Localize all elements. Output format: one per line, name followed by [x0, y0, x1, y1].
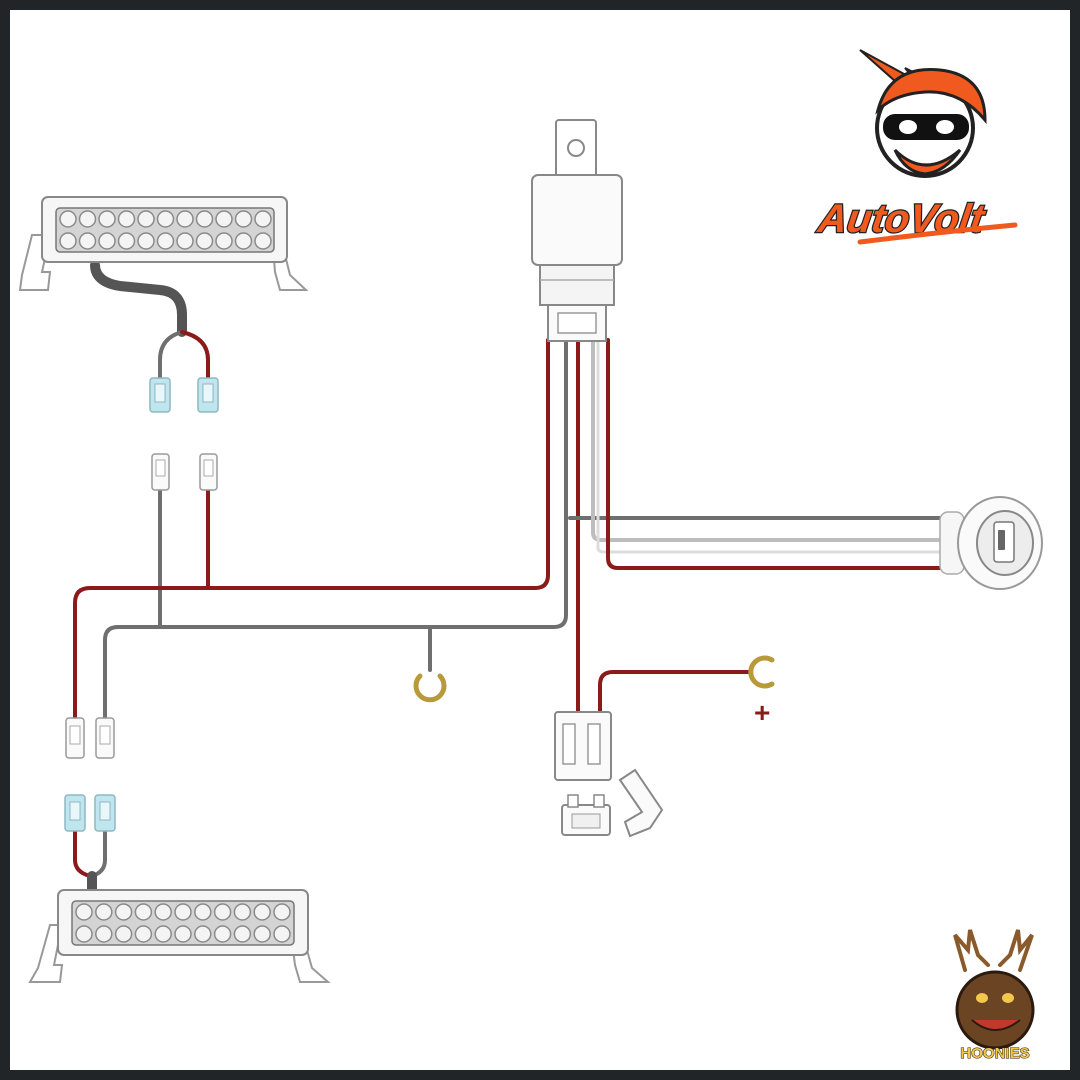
- led: [114, 903, 133, 921]
- led: [117, 232, 136, 250]
- led: [273, 925, 291, 943]
- blade-fuse: [561, 794, 611, 836]
- top-bar-leds: [59, 210, 272, 250]
- led: [114, 925, 133, 943]
- led: [137, 232, 155, 250]
- led: [273, 903, 291, 921]
- bottom-red-wire: [73, 828, 92, 878]
- led: [195, 210, 214, 228]
- bottom-white-connector-right: [95, 717, 115, 759]
- led: [176, 210, 194, 228]
- connectors: [64, 377, 219, 832]
- led: [75, 925, 93, 943]
- led: [234, 210, 253, 228]
- bottom-light-bar: [28, 889, 331, 983]
- led: [95, 925, 113, 943]
- watermark-head: [955, 970, 1035, 1050]
- top-bar-gray-lead: [158, 330, 184, 382]
- switch-light-wire-2: [596, 338, 947, 554]
- top-light-bar: [18, 196, 309, 291]
- bottom-bar-leds: [75, 903, 291, 943]
- led: [59, 232, 77, 250]
- relay: [531, 119, 623, 342]
- relay-mount-hole: [567, 139, 585, 157]
- top-blue-connector-right: [197, 377, 219, 413]
- led: [95, 903, 113, 921]
- watermark-text: HOONIES: [960, 1045, 1029, 1062]
- led: [174, 925, 192, 943]
- switch-red-wire: [606, 338, 947, 570]
- bottom-blue-connector-right: [94, 794, 116, 832]
- logo-mascot-beak: [893, 148, 962, 176]
- logo-underline: [857, 222, 1018, 245]
- fuse-holder-cap: [618, 768, 664, 838]
- top-blue-connector-left: [149, 377, 171, 413]
- wiring-diagram: + AutoVolt HOONIES: [18, 49, 1043, 1063]
- led: [234, 232, 253, 250]
- relay-body: [531, 174, 623, 266]
- relay-socket: [539, 264, 615, 306]
- main-gray-wire: [103, 338, 568, 727]
- battery-ring-terminal: [748, 655, 775, 689]
- bottom-white-connector-left: [65, 717, 85, 759]
- led: [254, 210, 272, 228]
- switch-light-wire-1: [591, 338, 947, 542]
- led: [59, 210, 77, 228]
- led: [75, 903, 93, 921]
- led: [194, 925, 212, 943]
- led: [134, 925, 153, 943]
- led: [156, 232, 175, 250]
- positive-label: +: [754, 697, 770, 728]
- autovolt-logo: AutoVolt: [813, 49, 1018, 245]
- led: [78, 210, 97, 228]
- led: [156, 210, 175, 228]
- led: [213, 903, 232, 921]
- led: [213, 925, 232, 943]
- logo-mascot-hair: [875, 68, 987, 125]
- led: [253, 925, 271, 943]
- led: [176, 232, 194, 250]
- led: [98, 232, 116, 250]
- led: [215, 210, 233, 228]
- logo-mascot-mask: [883, 114, 969, 140]
- led: [195, 232, 214, 250]
- top-white-connector-right: [199, 453, 218, 491]
- hoonies-watermark: HOONIES: [953, 929, 1035, 1063]
- led: [253, 903, 271, 921]
- led: [174, 903, 192, 921]
- brand-name: AutoVolt: [815, 196, 989, 241]
- led: [254, 232, 272, 250]
- wires: [73, 260, 947, 900]
- battery-red-wire: [598, 670, 752, 717]
- led: [215, 232, 233, 250]
- watermark-antlers: [953, 929, 1034, 972]
- diagram-canvas: + AutoVolt HOONIES: [10, 10, 1070, 1070]
- top-bar-red-lead: [180, 330, 210, 382]
- bottom-blue-connector-left: [64, 794, 86, 832]
- led: [98, 210, 116, 228]
- led: [78, 232, 97, 250]
- main-red-wire: [73, 338, 550, 727]
- led: [233, 925, 252, 943]
- led: [134, 903, 153, 921]
- fuse-holder: [554, 711, 664, 838]
- bottom-gray-wire: [90, 828, 107, 878]
- top-white-connector-left: [151, 453, 170, 491]
- led: [154, 903, 172, 921]
- led: [233, 903, 252, 921]
- ground-ring-terminal: [413, 673, 447, 703]
- led: [117, 210, 136, 228]
- switch-indicator: [998, 530, 1005, 550]
- led: [154, 925, 172, 943]
- top-bar-cable: [90, 260, 187, 337]
- rocker-switch: [939, 496, 1043, 590]
- led: [137, 210, 155, 228]
- led: [194, 903, 212, 921]
